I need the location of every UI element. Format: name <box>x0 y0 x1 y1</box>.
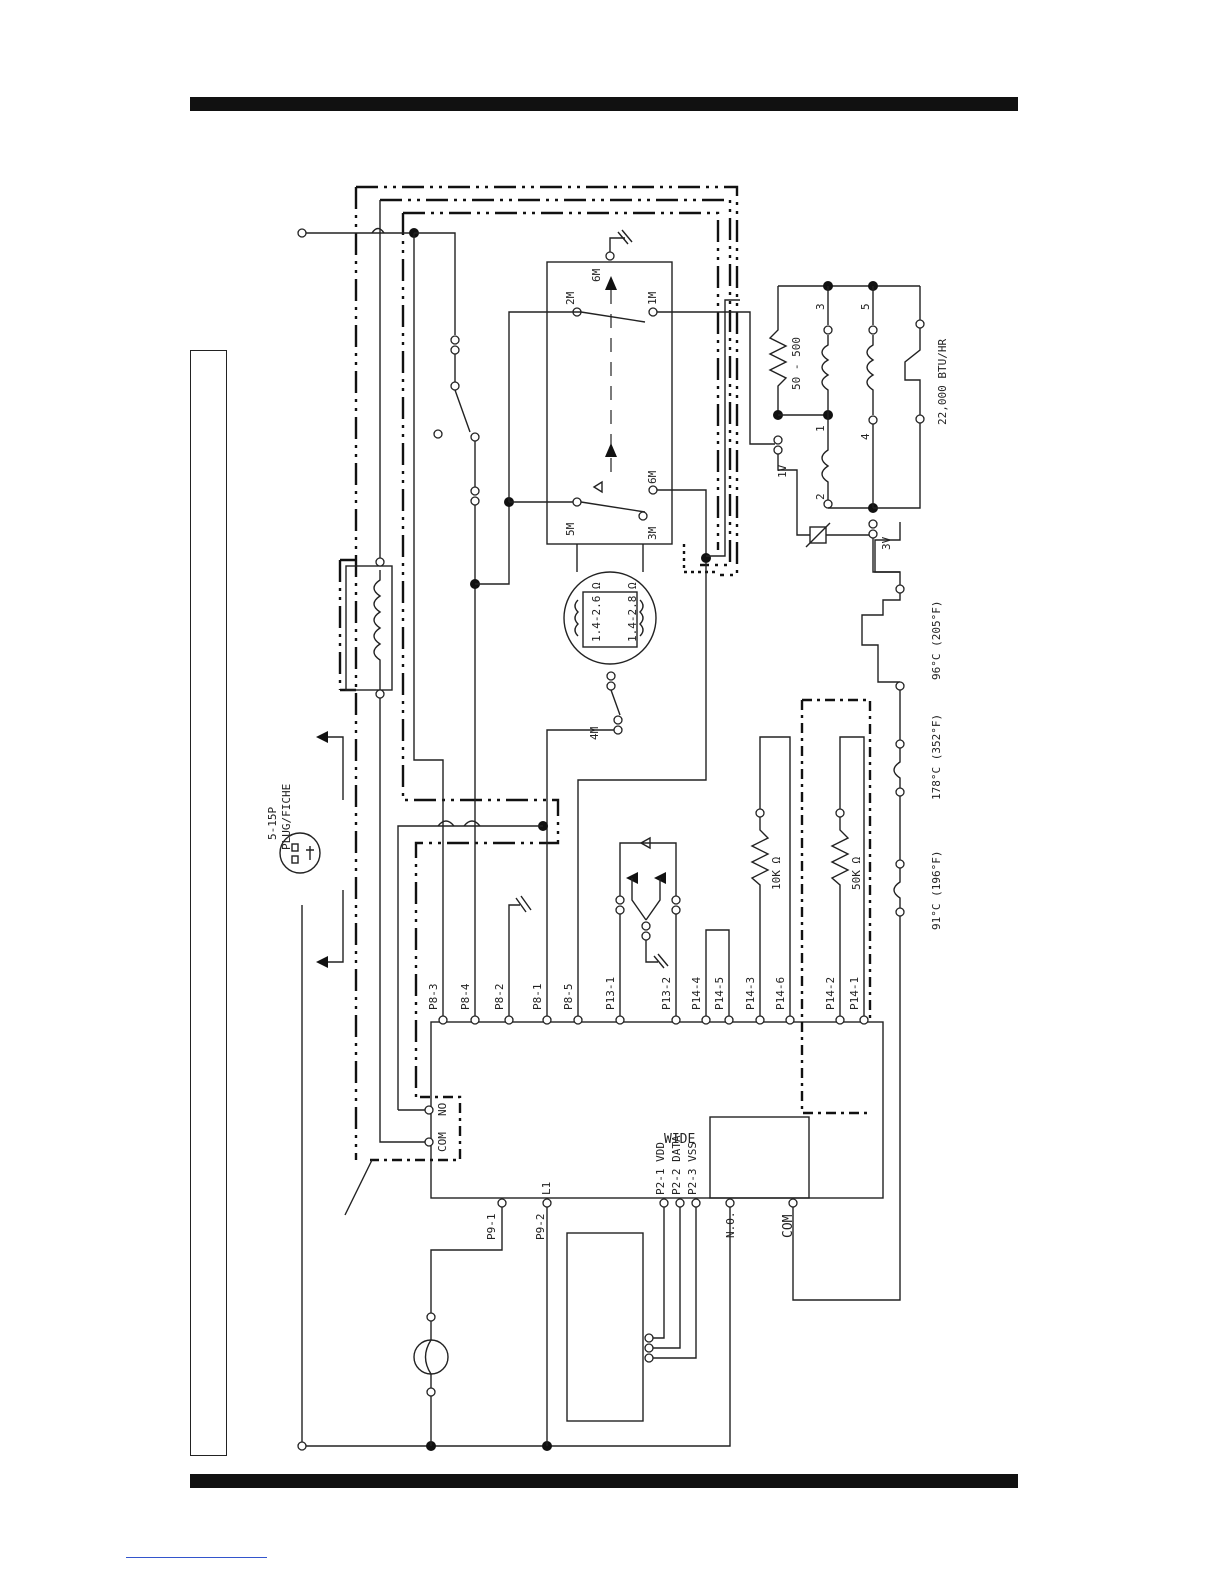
motor-winding-2: 1.4-2.8 Ω <box>626 582 639 642</box>
thermostat-96c-label: 96°C (205°F) <box>930 601 943 680</box>
thermostat-96c <box>862 593 900 682</box>
motor-terminal-4m: 4M <box>588 726 601 740</box>
conn-p14-5: P14-5 <box>713 977 726 1010</box>
plug-label-2: PLUG/FICHE <box>280 784 293 850</box>
conn-p2-3: P2-3 VSS <box>686 1142 699 1195</box>
enclosure-inner <box>403 213 558 1097</box>
resistor-50k-label: 50K Ω <box>850 857 863 890</box>
board-connector-row <box>439 1016 868 1024</box>
conn-p9-2: P9-2 <box>534 1214 547 1241</box>
conn-p14-2: P14-2 <box>824 977 837 1010</box>
terminal-5m: 5M <box>564 522 577 536</box>
motor <box>564 572 656 664</box>
pin-3: 3 <box>814 303 827 310</box>
heater-rating: 22,000 BTU/HR <box>936 339 949 425</box>
relay-no-label: NO <box>436 1103 449 1116</box>
conn-p13-2: P13-2 <box>660 977 673 1010</box>
thermostat-91c-label: 91°C (196°F) <box>930 851 943 930</box>
conn-p8-2: P8-2 <box>493 984 506 1011</box>
conn-p14-4: P14-4 <box>690 977 703 1010</box>
fuse-178c <box>894 748 900 788</box>
conn-p8-1: P8-1 <box>531 984 544 1011</box>
pin-1: 1 <box>814 425 827 432</box>
board-bottom-terminals <box>498 1199 797 1207</box>
conn-p14-1: P14-1 <box>848 977 861 1010</box>
sensor-dashed-box <box>802 1022 870 1113</box>
conn-p8-4: P8-4 <box>459 983 472 1010</box>
conn-p14-3: P14-3 <box>744 977 757 1010</box>
plug-label-1: 5-15P <box>266 807 279 840</box>
arrow-up-icon <box>605 276 617 290</box>
conn-p13-1: P13-1 <box>604 977 617 1010</box>
terminal-6m-top: 6M <box>590 268 603 282</box>
pin-5: 5 <box>859 303 872 310</box>
ground-icon <box>618 230 632 244</box>
conn-p8-5: P8-5 <box>562 984 575 1011</box>
arrow-icon <box>316 956 328 968</box>
board-sub-module <box>710 1117 809 1198</box>
fuse-91c <box>894 868 900 908</box>
conn-p2-2: P2-2 DATA <box>670 1135 683 1195</box>
resistor-10k-label: 10K Ω <box>770 857 783 890</box>
pin-4: 4 <box>859 433 872 440</box>
conn-p14-6: P14-6 <box>774 977 787 1010</box>
terminal-2m: 2M <box>564 291 577 305</box>
conn-p9-1: P9-1 <box>485 1214 498 1241</box>
terminal-1m: 1M <box>646 291 659 305</box>
relay-com-label: COM <box>436 1132 449 1152</box>
conn-l1: L1 <box>540 1182 553 1195</box>
terminal-6m: 6M <box>646 470 659 484</box>
conn-p8-3: P8-3 <box>427 984 440 1011</box>
ground-icon <box>516 896 531 912</box>
arrow-up-icon <box>605 443 617 457</box>
thermostat-178c-label: 178°C (352°F) <box>930 714 943 800</box>
resistor-50-500-label: 50 - 500 <box>790 337 803 390</box>
arrow-icon <box>316 731 328 743</box>
conn-out-no: N.O. <box>724 1212 737 1239</box>
terminal-3m: 3M <box>646 526 659 540</box>
door-switch-lever <box>345 1160 372 1215</box>
thermal-switch-blade <box>455 390 470 432</box>
heater-network <box>770 281 924 572</box>
pin-1v: 1V <box>776 464 789 478</box>
pin-3v: 3V <box>880 536 893 550</box>
lamp <box>414 1340 448 1374</box>
pin-2: 2 <box>814 493 827 500</box>
conn-p2-1: P2-1 VDD <box>654 1142 667 1195</box>
motor-winding-1: 1.4-2.6 Ω <box>590 582 603 642</box>
conn-out-com: COM <box>781 1214 796 1238</box>
display-module <box>567 1233 643 1421</box>
choke-coil <box>346 558 392 698</box>
